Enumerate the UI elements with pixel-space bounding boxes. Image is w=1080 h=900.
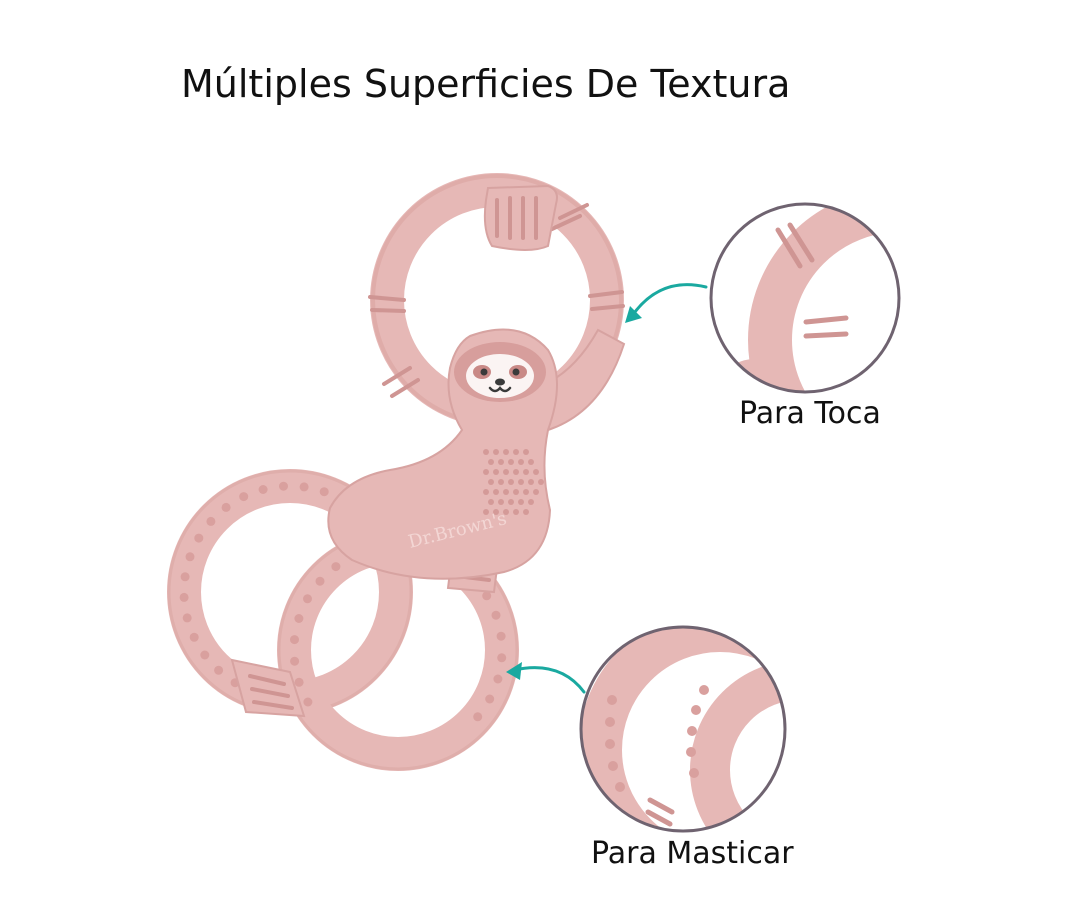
texture-bump: [497, 653, 507, 663]
belly-texture-dot: [483, 509, 489, 515]
texture-bump: [206, 516, 216, 526]
belly-texture-dot: [528, 459, 534, 465]
belly-texture-dot: [523, 469, 529, 475]
texture-bump: [331, 562, 341, 572]
belly-texture-dot: [498, 479, 504, 485]
belly-texture-dot: [483, 489, 489, 495]
belly-texture-dot: [508, 459, 514, 465]
belly-texture-dot: [483, 469, 489, 475]
belly-texture-dot: [493, 469, 499, 475]
belly-texture-dot: [488, 499, 494, 505]
texture-bump: [194, 533, 204, 543]
zoom-circle-chew: [579, 625, 787, 833]
texture-bump: [473, 712, 483, 722]
arrow-touch: [630, 283, 708, 318]
belly-texture-dot: [523, 449, 529, 455]
texture-bump: [279, 481, 288, 491]
belly-texture-dot: [493, 509, 499, 515]
sloth-top-hand: [483, 184, 558, 251]
texture-bump: [290, 656, 300, 666]
belly-texture-dot: [508, 499, 514, 505]
belly-texture-dot: [533, 469, 539, 475]
texture-bump: [299, 482, 309, 492]
belly-texture-dot: [503, 489, 509, 495]
belly-texture-dot: [533, 489, 539, 495]
texture-bump: [200, 650, 210, 660]
belly-texture-dot: [493, 449, 499, 455]
texture-bump: [290, 635, 299, 645]
belly-texture-dot: [513, 449, 519, 455]
texture-bump: [214, 665, 224, 675]
sloth-face: [454, 342, 546, 402]
belly-texture-dot: [503, 469, 509, 475]
belly-texture-dot: [508, 479, 514, 485]
belly-texture-dot: [488, 479, 494, 485]
texture-bump: [493, 674, 503, 684]
belly-texture-dot: [528, 479, 534, 485]
texture-bump: [239, 492, 249, 502]
belly-texture-dot: [518, 459, 524, 465]
texture-bump: [315, 576, 325, 586]
zoom-chew-detail: [581, 627, 785, 831]
belly-texture-dot: [523, 509, 529, 515]
belly-texture-dot: [538, 479, 544, 485]
texture-bump: [294, 677, 304, 687]
belly-texture-dot: [493, 489, 499, 495]
texture-bump: [185, 552, 195, 562]
belly-texture-dot: [528, 499, 534, 505]
belly-texture-dot: [518, 479, 524, 485]
belly-texture-dot: [518, 499, 524, 505]
zoom-circle-touch: [709, 202, 901, 394]
texture-bump: [482, 591, 492, 601]
foot-grips: [230, 554, 500, 718]
texture-bump: [258, 485, 268, 494]
label-para-toca: Para Toca: [739, 396, 881, 431]
texture-bump: [294, 614, 304, 623]
texture-bump: [491, 610, 501, 620]
belly-texture-dot: [513, 489, 519, 495]
sloth-teether: Dr.Brown's: [167, 173, 626, 771]
texture-bump: [182, 613, 192, 623]
texture-bump: [485, 694, 495, 704]
callout-chew: [506, 625, 787, 833]
texture-bump: [319, 487, 329, 497]
belly-texture-dot: [483, 449, 489, 455]
belly-texture-dot: [488, 459, 494, 465]
texture-bump: [303, 594, 312, 604]
texture-bump: [303, 697, 313, 707]
texture-bump: [221, 502, 231, 512]
texture-bump: [189, 632, 199, 642]
belly-texture-dot: [503, 509, 509, 515]
page-title: Múltiples Superficies De Textura: [181, 62, 791, 106]
texture-bump: [179, 592, 189, 602]
label-para-masticar: Para Masticar: [591, 836, 794, 871]
texture-bump: [180, 572, 190, 582]
belly-texture-dot: [513, 469, 519, 475]
belly-texture-dot: [513, 509, 519, 515]
belly-texture-dot: [498, 499, 504, 505]
belly-texture-dot: [523, 489, 529, 495]
belly-texture-dot: [498, 459, 504, 465]
arrow-chew: [512, 666, 586, 694]
texture-bump: [496, 631, 506, 641]
belly-texture-dot: [503, 449, 509, 455]
